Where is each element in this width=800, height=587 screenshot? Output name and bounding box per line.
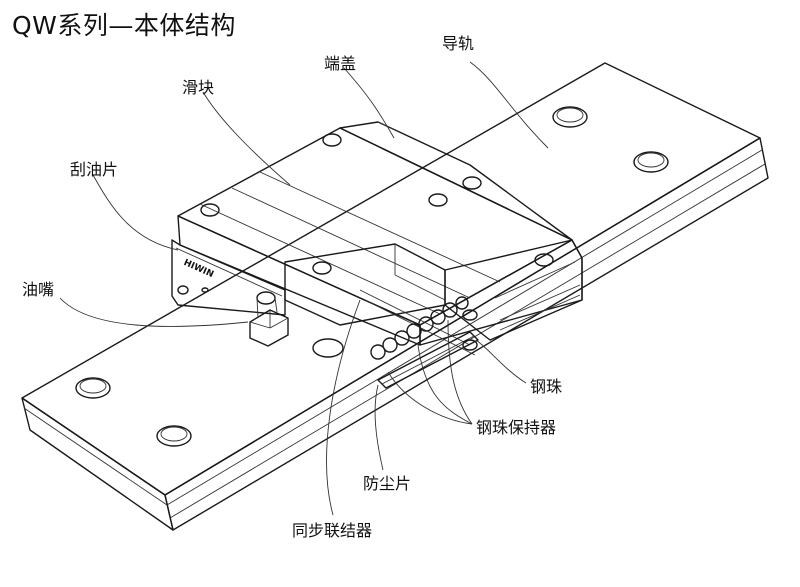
label-ball-retainer: 钢珠保持器 [476,418,557,437]
leader-lines [59,61,549,516]
label-block: 滑块 [182,78,215,97]
ball-retainer-strip [377,331,479,389]
slider-block [177,121,583,346]
steel-balls [370,296,469,360]
rail-mounting-holes [75,106,669,447]
label-end-cap: 端盖 [324,54,357,73]
rear-end-block [444,239,583,351]
label-sync-connector: 同步联结器 [292,521,373,540]
label-dust-strip: 防尘片 [363,474,412,493]
block-mounting-holes [200,133,554,275]
label-scraper: 刮油片 [70,160,119,179]
scraper-seal [171,239,286,316]
grease-nipple [249,291,289,347]
label-steel-ball: 钢珠 [530,377,563,396]
diagram-title: QW系列—本体结构 [12,11,236,40]
label-grease-nipple: 油嘴 [22,280,55,299]
end-cap-grease-hole [462,176,482,190]
rail [21,62,769,531]
label-rail: 导轨 [442,34,475,53]
